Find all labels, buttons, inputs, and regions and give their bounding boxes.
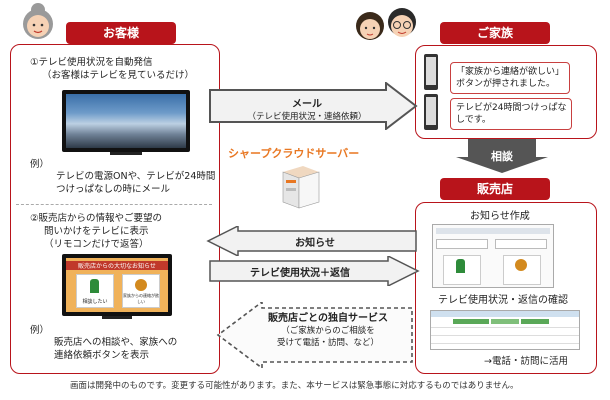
notice-arrow-text: お知らせ — [295, 238, 335, 249]
phone-visit-label: →電話・訪問に活用 — [484, 356, 568, 367]
divider — [16, 204, 212, 205]
status-confirm-label: テレビ使用状況・返信の確認 — [438, 295, 568, 306]
family-bubble2: テレビが24時間つけっぱな しです。 — [450, 98, 573, 130]
section1-line2: （お客様はテレビを見ているだけ） — [42, 70, 195, 81]
notice-arrow — [206, 226, 417, 256]
phone2-icon — [424, 94, 438, 130]
status-reply-arrow-text: テレビ使用状況＋返信 — [250, 268, 350, 279]
consult-arrow-text: 相談 — [491, 150, 513, 163]
service-arrow-text: 販売店ごとの独自サービス （ご家族からのご相談を 受けて電話・訪問、など） — [268, 313, 388, 348]
grandmother-icon — [23, 3, 53, 39]
service-arrow — [216, 302, 413, 368]
server-icon — [282, 166, 320, 209]
tv-menu-option2: 家族からの連絡が欲しい — [122, 274, 160, 308]
section2-line1: ②販売店からの情報やご要望の — [30, 213, 163, 224]
family-tab: ご家族 — [440, 22, 550, 44]
section2-line2: 問いかけをテレビに表示 — [44, 226, 149, 237]
tv-menu-title: 販売店からの大切なお知らせ — [66, 261, 168, 270]
server-label: シャープクラウドサーバー — [228, 147, 360, 160]
notice-create-screen — [432, 224, 554, 288]
notice-create-label: お知らせ作成 — [470, 211, 530, 222]
tv-menu-option1: 相談したい — [76, 274, 114, 308]
tv-image — [62, 90, 190, 152]
family-bubble1: 「家族から連絡が欲しい」 ボタンが押されました。 — [450, 62, 571, 94]
example2-line2: 連絡依頼ボタンを表示 — [54, 350, 150, 361]
mail-arrow-text: メール （テレビ使用状況・連絡依頼） — [247, 99, 367, 122]
section1-line1: ①テレビ使用状況を自動発信 — [30, 57, 153, 68]
customer-tab: お客様 — [66, 22, 176, 44]
status-table — [430, 310, 580, 350]
family-icon — [356, 8, 416, 40]
example1-line1: テレビの電源ONや、テレビが24時間 — [56, 171, 216, 182]
example2-line1: 販売店への相談や、家族への — [54, 337, 178, 348]
status-reply-arrow — [209, 256, 420, 286]
tv-stand — [110, 152, 142, 155]
store-tab: 販売店 — [440, 178, 550, 200]
mail-arrow — [209, 82, 418, 130]
phone1-icon — [424, 54, 438, 90]
footnote: 画面は開発中のものです。変更する可能性があります。また、本サービスは緊急事態に対… — [70, 381, 519, 391]
example1-line2: つけっぱなしの時にメール — [56, 184, 171, 195]
section2-line3: （リモコンだけで返答） — [44, 239, 149, 250]
consult-arrow — [456, 139, 548, 173]
example2-label: 例） — [30, 325, 50, 336]
example1-label: 例） — [30, 159, 50, 170]
tv-menu-image: 販売店からの大切なお知らせ 相談したい 家族からの連絡が欲しい — [62, 254, 172, 316]
tv-menu-stand — [102, 316, 132, 319]
